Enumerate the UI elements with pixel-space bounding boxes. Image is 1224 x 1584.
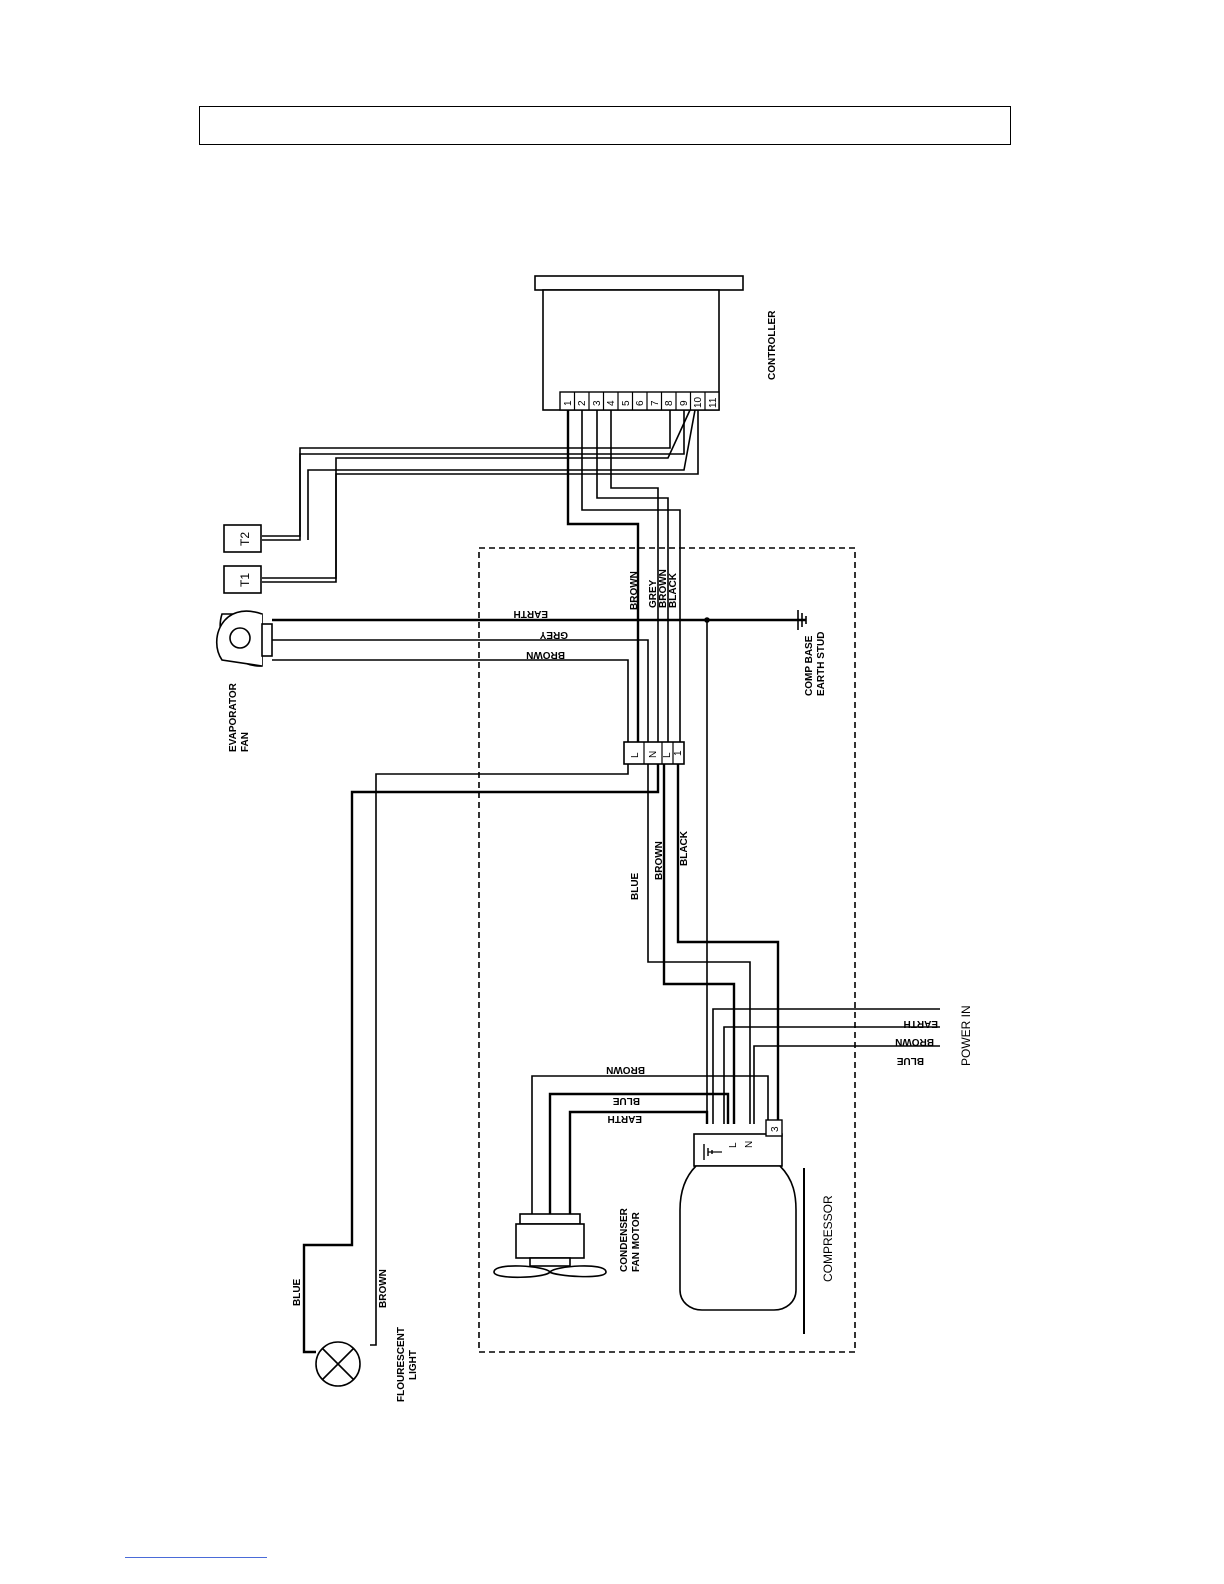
terminal-8: 8: [664, 400, 675, 406]
terminal-7: 7: [650, 400, 661, 406]
wire-label-black-1: BLACK: [668, 572, 679, 608]
t1-label: T1: [238, 573, 252, 587]
footer-line: [125, 1557, 267, 1558]
controller-output-wires: BROWN GREY BROWN BLACK: [568, 410, 680, 742]
terminal-3: 3: [592, 400, 603, 406]
light-label-1: FLOURESCENT: [396, 1327, 407, 1402]
compressor-terminal-3: 3: [770, 1126, 781, 1132]
compressor: L N 3 COMPRESSOR: [680, 1120, 835, 1334]
condenser-label-1: CONDENSER: [619, 1207, 630, 1272]
evaporator-label-1: EVAPORATOR: [228, 682, 239, 752]
controller-label: CONTROLLER: [767, 310, 778, 380]
comp-base-label-2: EARTH STUD: [816, 632, 827, 696]
fluorescent-light: FLOURESCENT LIGHT: [316, 1327, 419, 1402]
condenser-label-2: FAN MOTOR: [631, 1211, 642, 1272]
grey-wire-fan: [272, 640, 648, 742]
compressor-terminal-l: L: [728, 1142, 739, 1148]
wire-label-blue-4: BLUE: [612, 1095, 640, 1106]
t2-label: T2: [238, 532, 252, 546]
junction-1: 1: [673, 750, 684, 756]
wire-label-brown-4: BROWN: [378, 1269, 389, 1308]
terminal-9: 9: [679, 400, 690, 406]
controller: 1 2 3 4 5 6 7 8 9 10 11 CONTROLLER: [535, 276, 778, 410]
brown-wire-fan: [272, 660, 628, 742]
wire-label-brown-6: BROWN: [895, 1036, 934, 1047]
terminal-10: 10: [693, 396, 704, 408]
terminal-5: 5: [621, 400, 632, 406]
evaporator-fan: EVAPORATOR FAN: [217, 611, 272, 752]
compressor-terminal-n: N: [744, 1141, 755, 1148]
wire-label-earth-2: EARTH: [904, 1018, 938, 1029]
terminal-1: 1: [563, 400, 574, 406]
light-label-2: LIGHT: [408, 1350, 419, 1380]
wire-label-brown-3: BROWN: [526, 649, 565, 660]
wire-label-brown-7: BROWN: [606, 1064, 645, 1075]
terminal-2: 2: [577, 400, 588, 406]
wire-label-grey-2: GREY: [539, 629, 568, 640]
terminal-11: 11: [708, 397, 719, 408]
wire-label-blue-3: BLUE: [896, 1055, 924, 1066]
junction-block: L N L 1: [624, 742, 684, 764]
junction-n: N: [648, 751, 659, 758]
light-brown-wire: [370, 764, 628, 1345]
evaporator-label-2: FAN: [240, 732, 251, 752]
terminal-4: 4: [606, 400, 617, 406]
wire-label-blue-2: BLUE: [630, 872, 641, 900]
wire-label-earth-1: EARTH: [514, 608, 548, 619]
light-blue-wire: [304, 764, 658, 1352]
terminal-6: 6: [635, 400, 646, 406]
sensor-wires: T2 T1: [224, 410, 698, 593]
power-in-label: POWER IN: [959, 1005, 973, 1066]
condenser-fan-motor: CONDENSER FAN MOTOR: [494, 1207, 642, 1277]
wire-label-blue-1: BLUE: [292, 1278, 303, 1306]
comp-base-label-1: COMP BASE: [804, 635, 815, 696]
wire-label-brown-1: BROWN: [629, 571, 640, 610]
black-wire-comp: [678, 764, 778, 1120]
junction-l: L: [630, 752, 641, 758]
earth-symbol: COMP BASE EARTH STUD: [798, 610, 827, 696]
wire-label-black-2: BLACK: [679, 830, 690, 866]
compressor-label: COMPRESSOR: [821, 1195, 835, 1282]
wire-label-earth-3: EARTH: [608, 1113, 642, 1124]
wire-label-brown-5: BROWN: [654, 841, 665, 880]
junction-l2: L: [662, 752, 673, 758]
